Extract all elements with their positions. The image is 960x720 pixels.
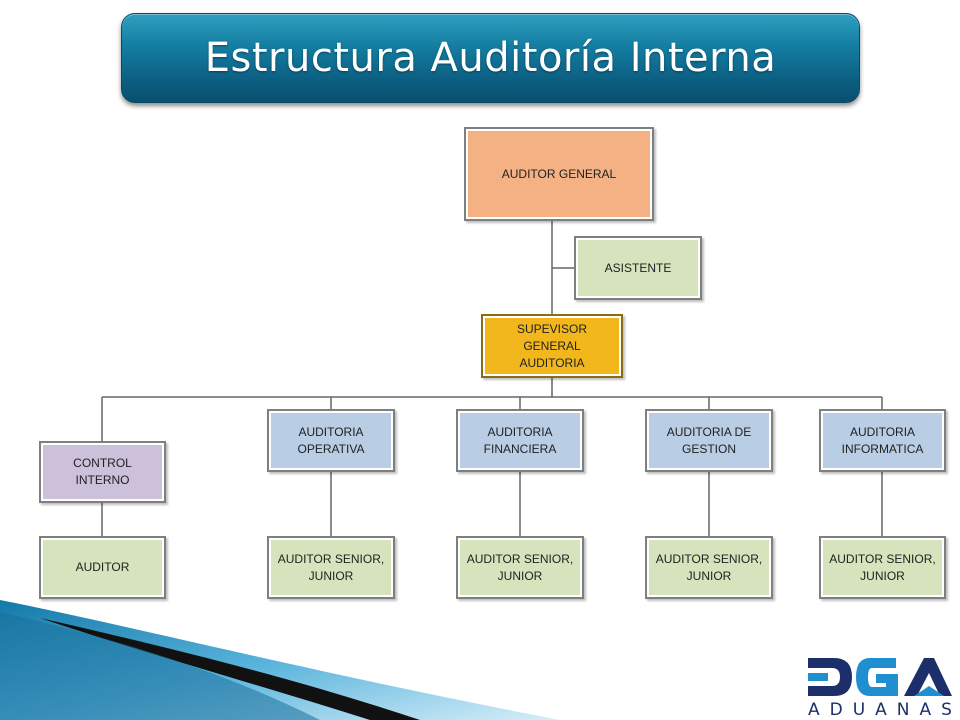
dga-logo [808,658,952,696]
logo-wordmark: ADUANAS [808,700,960,720]
decorative-swoosh [0,600,560,720]
node-financiera-staff: AUDITOR SENIOR, JUNIOR [456,536,584,599]
node-control-interno: CONTROL INTERNO [39,441,166,503]
node-gestion-staff: AUDITOR SENIOR, JUNIOR [645,536,773,599]
node-supervisor: SUPEVISOR GENERAL AUDITORIA [481,314,623,378]
node-auditoria-operativa: AUDITORIA OPERATIVA [267,409,395,472]
node-auditor-general: AUDITOR GENERAL [464,127,654,221]
node-operativa-staff: AUDITOR SENIOR, JUNIOR [267,536,395,599]
node-informatica-staff: AUDITOR SENIOR, JUNIOR [819,536,946,599]
node-auditoria-financiera: AUDITORIA FINANCIERA [456,409,584,472]
node-auditoria-informatica: AUDITORIA INFORMATICA [819,409,946,472]
node-auditor: AUDITOR [39,536,166,599]
node-asistente: ASISTENTE [574,236,702,300]
node-auditoria-gestion: AUDITORIA DE GESTION [645,409,773,472]
slide-title: Estructura Auditoría Interna [204,35,777,81]
title-banner: Estructura Auditoría Interna [121,13,860,103]
